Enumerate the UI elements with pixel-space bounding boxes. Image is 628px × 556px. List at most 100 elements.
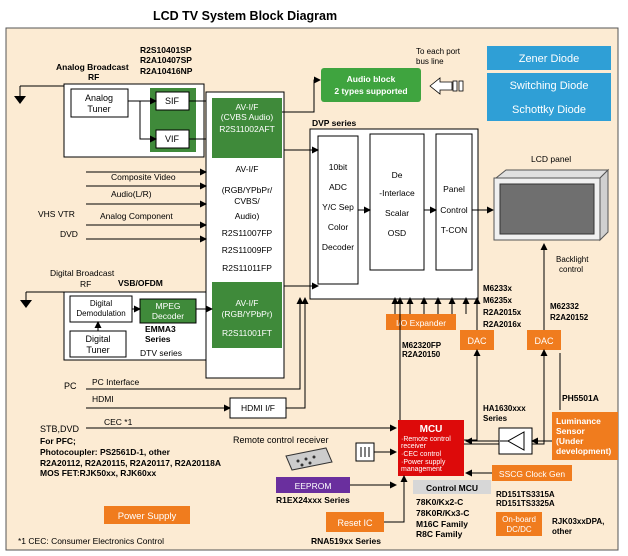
luminance-line3: (Under	[556, 436, 584, 446]
adc-line4: Color	[328, 222, 348, 232]
pc-label: PC	[64, 381, 77, 391]
rd-part-2: RD151TS3325A	[496, 499, 555, 508]
hdmi-if-label: HDMI I/F	[241, 403, 275, 413]
ph5501-label: PH5501A	[562, 393, 599, 403]
analog-broadcast-label: Analog Broadcast	[56, 62, 129, 72]
zener-diode-label: Zener Diode	[519, 53, 580, 65]
digital-demod-line1: Digital	[90, 299, 112, 308]
io-part-2: R2A20150	[402, 350, 441, 359]
av-if-mid-line1: AV-I/F	[236, 164, 259, 174]
av-if-mid-part2: R2S11009FP	[222, 245, 273, 255]
luminance-line2: Sensor	[556, 426, 586, 436]
reset-series-label: RNA519xx Series	[311, 536, 381, 546]
remote-control-icon	[285, 447, 333, 471]
remote-receiver-label: Remote control receiver	[233, 435, 329, 445]
audio-lr-label: Audio(L/R)	[111, 189, 152, 199]
digital-demod-line2: Demodulation	[76, 309, 125, 318]
reset-ic-label: Reset IC	[337, 518, 373, 528]
dac2-part-2: R2A20152	[550, 313, 589, 322]
av-if-bottom-block	[212, 282, 282, 348]
deinterlace-line4: OSD	[388, 228, 406, 238]
sscg-box	[492, 465, 572, 481]
ha1630-line2: Series	[483, 414, 508, 423]
audio-block	[321, 68, 421, 102]
deinterlace-line2: -Interlace	[379, 188, 415, 198]
mcu-box	[398, 420, 464, 476]
dac1-box	[460, 330, 494, 350]
av-if-mid-line3: CVBS/	[234, 196, 260, 206]
av-if-mid-part3: R2S11011FP	[222, 263, 272, 273]
onboard-line1: On-board	[502, 515, 536, 524]
mcu-item-2: receiver	[401, 443, 427, 450]
io-arrows	[391, 297, 470, 314]
audio-block-line1: Audio block	[347, 74, 396, 84]
adc-line5: Decoder	[322, 242, 354, 252]
rd-part-1: RD151TS3315A	[496, 490, 555, 499]
panel-control-line2: Control	[440, 205, 468, 215]
receiver-sensor-icon	[360, 447, 370, 457]
mcu-part-1: 78K0/Kx2-C	[416, 497, 463, 507]
adc-line1: 10bit	[329, 162, 348, 172]
av-if-top-part: R2S11002AFT	[219, 124, 275, 134]
luminance-sensor-box	[552, 412, 618, 460]
luminance-line1: Luminance	[556, 416, 601, 426]
digital-rf-label: RF	[80, 279, 91, 289]
mcu-item-5: management	[401, 466, 442, 473]
vhs-vtr-label: VHS VTR	[38, 209, 75, 219]
panel-control-block	[435, 133, 473, 271]
sscg-label: SSCG Clock Gen	[499, 469, 565, 479]
io-part-1: M62320FP	[402, 341, 442, 350]
lcd-panel-label: LCD panel	[531, 154, 571, 164]
lcd-panel-icon	[493, 168, 610, 242]
bus-line-arrow-icon	[429, 77, 464, 95]
dvd-label: DVD	[60, 229, 78, 239]
rjk-line2: other	[552, 527, 572, 536]
reset-ic-box	[326, 512, 384, 532]
rjk-line1: RJK03xxDPA,	[552, 517, 604, 526]
deinterlace-line3: Scalar	[385, 208, 409, 218]
eeprom-box	[276, 477, 350, 493]
emma3-line1: EMMA3	[145, 324, 176, 334]
zener-diode-box	[487, 46, 611, 70]
av-if-top-line2: (CVBS Audio)	[221, 112, 274, 122]
digital-broadcast-label: Digital Broadcast	[50, 268, 115, 278]
av-if-mid-line2: (RGB/YPbPr/	[222, 185, 273, 195]
deinterlace-block	[369, 133, 425, 271]
digital-tuner-line2: Tuner	[86, 345, 109, 355]
io-expander-box	[386, 314, 456, 330]
onboard-line2: DC/DC	[506, 525, 532, 534]
analog-tuner-line2: Tuner	[87, 104, 110, 114]
dac1-part-3: R2A2015x	[483, 308, 522, 317]
analog-component-label: Analog Component	[100, 211, 173, 221]
adc-block	[317, 135, 359, 285]
deinterlace-line1: De	[392, 170, 403, 180]
schottky-diode-label: Schottky Diode	[512, 104, 586, 116]
onboard-dcdc-box	[496, 512, 542, 536]
digital-tuner-line1: Digital	[85, 334, 110, 344]
pfc-line4: MOS FET:RJK50xx, RJK60xx	[40, 468, 156, 478]
mpeg-decoder-line1: MPEG	[155, 301, 180, 311]
mcu-item-4: ·Power supply	[401, 459, 446, 466]
dac2-label: DAC	[534, 336, 554, 346]
av-if-top-line1: AV-I/F	[236, 102, 259, 112]
pfc-line1: For PFC;	[40, 436, 76, 446]
dtv-series-label: DTV series	[140, 348, 182, 358]
switching-diode-label: Switching Diode	[510, 80, 589, 92]
av-if-bottom-line2: (RGB/YPbPr)	[221, 309, 272, 319]
digital-demod-block	[69, 295, 133, 323]
mcu-item-3: ·CEC control	[401, 451, 442, 458]
ha1630-line1: HA1630xxx	[483, 404, 526, 413]
composite-video-label: Composite Video	[111, 172, 176, 182]
analog-part-2: R2A10407SP	[140, 55, 192, 65]
analog-broadcast-section: Analog Broadcast RF R2S10401SP R2A10407S…	[56, 45, 193, 82]
analog-tuner-block	[70, 88, 129, 118]
to-each-port-line1: To each port	[416, 47, 461, 56]
schottky-diode-box	[487, 97, 611, 121]
op-amp-icon	[500, 431, 525, 451]
antenna-icon	[14, 96, 26, 104]
sif-label: SIF	[165, 96, 180, 106]
audio-block-line2: 2 types supported	[334, 86, 407, 96]
dac1-part-1: M6233x	[483, 284, 512, 293]
backlight-line2: control	[559, 265, 583, 274]
digital-antenna-icon	[20, 300, 32, 308]
